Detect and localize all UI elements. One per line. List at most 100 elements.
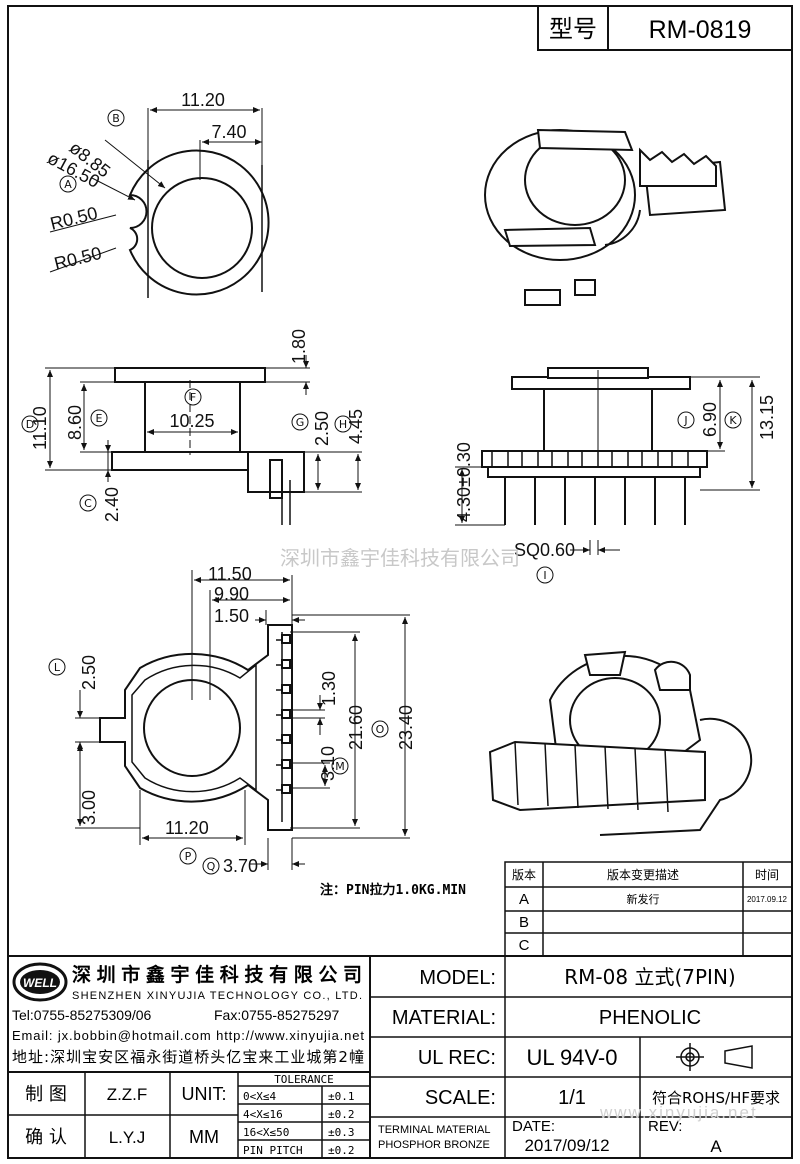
dim-bot-3-00: 3.00	[79, 790, 99, 825]
rev-row-a-date: 2017.09.12	[747, 895, 788, 904]
rev-value: A	[710, 1137, 722, 1156]
dim-bot-9-90: 9.90	[214, 584, 249, 604]
tag-i: I	[543, 569, 546, 582]
scale-label: SCALE:	[425, 1087, 496, 1109]
tol-range-3: 16<X≤50	[243, 1126, 289, 1139]
ulrec-value: UL 94V-0	[527, 1045, 618, 1070]
tag-f: F	[190, 391, 196, 404]
dim-front-sq: SQ0.60	[514, 540, 575, 560]
dim-bot-2-50: 2.50	[79, 655, 99, 690]
dim-side-4-45: 4.45	[346, 409, 366, 444]
dim-front-6-90: 6.90	[700, 402, 720, 437]
tag-m: M	[335, 760, 345, 773]
revision-table	[504, 861, 793, 957]
drawing-border	[7, 5, 793, 1159]
tol-value-3: ±0.3	[328, 1126, 355, 1139]
company-tel: Tel:0755-85275309/06	[12, 1007, 152, 1023]
dim-bot-23-40: 23.40	[396, 705, 416, 750]
tag-h: H	[339, 418, 347, 431]
tol-range-2: 4<X≤16	[243, 1108, 283, 1121]
tol-value-2: ±0.2	[328, 1108, 355, 1121]
rev-header-desc: 版本变更描述	[607, 867, 679, 882]
terminal-line1: TERMINAL MATERIAL	[378, 1124, 490, 1136]
dim-bot-3-70: 3.70	[223, 856, 258, 876]
svg-text:WELL: WELL	[23, 976, 57, 990]
tag-g: G	[296, 416, 305, 429]
rev-row-b: B	[519, 914, 529, 931]
tag-b: B	[112, 112, 120, 125]
scale-value: 1/1	[558, 1087, 586, 1109]
dim-side-2-40: 2.40	[102, 487, 122, 522]
company-email: Email: jx.bobbin@hotmail.com http://www.…	[12, 1028, 364, 1043]
rev-row-a-desc: 新发行	[627, 892, 660, 906]
dim-front-4-30: 4.30±0.30	[454, 442, 474, 522]
dim-top-7-40: 7.40	[211, 122, 246, 142]
dim-bot-21-60: 21.60	[346, 705, 366, 750]
model-header: 型号 RM-0819	[537, 5, 793, 51]
tolerance-title: TOLERANCE	[274, 1073, 334, 1086]
rev-label: REV:	[648, 1118, 682, 1135]
tol-range-4: PIN PITCH	[243, 1144, 303, 1157]
company-fax: Fax:0755-85275297	[214, 1007, 340, 1023]
title-block-grid	[8, 955, 792, 1158]
dim-side-8-60: 8.60	[65, 405, 85, 440]
dim-side-1-80: 1.80	[289, 329, 309, 364]
unit-value: MM	[189, 1127, 219, 1147]
dim-top-r2: R0.50	[52, 243, 103, 274]
date-value: 2017/09/12	[524, 1136, 609, 1155]
tag-c: C	[84, 497, 92, 510]
tag-a: A	[64, 178, 72, 191]
tag-k: K	[729, 414, 737, 427]
company-address: 地址:深圳宝安区福永街道桥头亿宝来工业城第2幢	[12, 1048, 364, 1066]
dim-bot-11-20: 11.20	[165, 818, 209, 838]
dim-bot-1-50: 1.50	[214, 606, 249, 626]
model-value: RM-08 立式(7PIN)	[564, 965, 735, 989]
material-value: PHENOLIC	[599, 1007, 701, 1029]
front-view	[455, 367, 760, 555]
compliance-note: 符合ROHS/HF要求	[652, 1089, 780, 1107]
model-label: MODEL:	[419, 967, 496, 989]
date-label: DATE:	[512, 1118, 555, 1135]
dim-side-10-25: 10.25	[169, 411, 214, 431]
rev-header-version: 版本	[512, 868, 536, 882]
tag-q: Q	[207, 860, 216, 873]
drawn-label: 制 图	[25, 1084, 67, 1105]
dim-top-11-20: 11.20	[181, 90, 225, 110]
rev-row-a: A	[519, 891, 529, 908]
checked-by: L.Y.J	[109, 1128, 146, 1147]
type-label: 型号	[549, 15, 597, 43]
iso-view-top	[484, 128, 727, 306]
tol-value-1: ±0.1	[328, 1090, 355, 1103]
top-view	[49, 107, 270, 298]
drawn-by: Z.Z.F	[107, 1085, 148, 1104]
company-name-cn: 深圳市鑫宇佳科技有限公司	[72, 963, 362, 986]
tol-range-1: 0<X≤4	[243, 1090, 276, 1103]
unit-label: UNIT:	[182, 1084, 227, 1104]
rev-header-time: 时间	[755, 868, 779, 882]
tag-p: P	[185, 850, 192, 863]
dim-top-r1: R0.50	[48, 203, 99, 234]
bottom-view	[75, 570, 410, 870]
company-watermark: 深圳市鑫宇佳科技有限公司	[280, 546, 520, 570]
company-name-en: SHENZHEN XINYUJIA TECHNOLOGY CO., LTD.	[72, 990, 362, 1002]
checked-label: 确 认	[25, 1127, 67, 1148]
rev-row-c: C	[519, 937, 530, 954]
dim-front-13-15: 13.15	[757, 395, 777, 440]
ulrec-label: UL REC:	[418, 1047, 496, 1069]
tag-e: E	[96, 412, 103, 425]
tag-o: O	[376, 723, 385, 736]
side-view	[45, 355, 362, 525]
tag-d: D	[26, 418, 34, 431]
company-logo: WELL	[12, 962, 68, 1002]
dim-bot-1-30: 1.30	[319, 671, 339, 706]
tag-j: J	[683, 414, 687, 427]
material-label: MATERIAL:	[392, 1007, 496, 1029]
pin-note: 注：PIN拉力1.0KG.MIN	[320, 882, 466, 898]
tol-value-4: ±0.2	[328, 1144, 355, 1157]
terminal-line2: PHOSPHOR BRONZE	[378, 1139, 490, 1151]
dim-bot-3-10: 3.10	[318, 746, 338, 781]
model-number: RM-0819	[649, 16, 752, 44]
iso-view-bottom	[488, 650, 753, 836]
site-watermark: www.xinyujia.net	[599, 1103, 758, 1122]
